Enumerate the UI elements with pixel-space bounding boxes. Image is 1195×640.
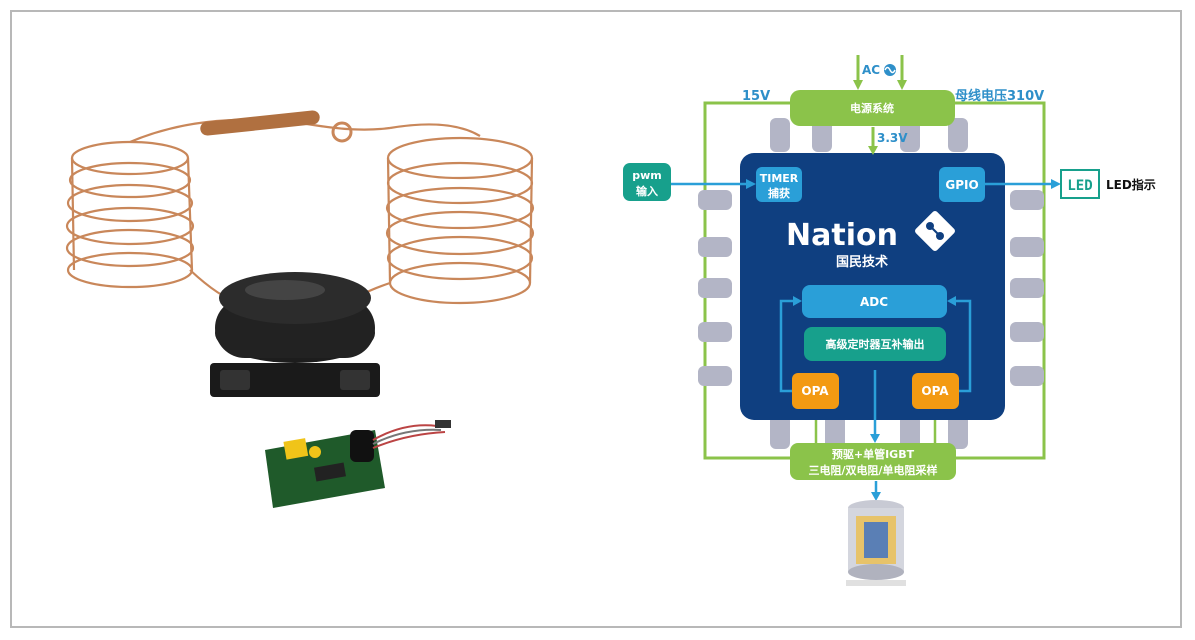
chip-pin	[948, 415, 968, 449]
gpio-box	[939, 167, 985, 202]
driver-box	[790, 443, 956, 480]
compressor-photo	[65, 110, 535, 397]
led-indicator-label: LED指示	[1106, 177, 1156, 192]
power-system-label: 电源系统	[850, 101, 894, 115]
adc-box	[802, 285, 947, 318]
chip-pin	[825, 415, 845, 449]
ac-label: AC	[862, 63, 880, 77]
timer-label-2: 捕获	[768, 186, 790, 200]
chip-pin	[698, 237, 732, 257]
compressor-cutaway-icon	[846, 500, 906, 586]
chip-pin	[770, 118, 790, 152]
brand-name: Nation	[786, 218, 898, 253]
chip-pin	[1010, 190, 1044, 210]
chip-pin	[1010, 278, 1044, 298]
driver-label-2: 三电阻/双电阻/单电阻采样	[808, 463, 937, 477]
chip-pin	[900, 118, 920, 152]
chip-pin	[1010, 322, 1044, 342]
advanced-timer-box	[804, 327, 946, 361]
v15-label: 15V	[742, 89, 770, 104]
chip-pin	[698, 278, 732, 298]
v33-label: 3.3V	[877, 131, 908, 145]
chip-pin	[698, 366, 732, 386]
timer-capture-box	[756, 167, 802, 202]
figure-frame	[10, 10, 1182, 628]
pwm-label-2: 输入	[636, 184, 658, 198]
opa-left-label: OPA	[801, 384, 829, 398]
chip-pin	[812, 118, 832, 152]
chip-pin	[1010, 366, 1044, 386]
gpio-label: GPIO	[945, 178, 978, 192]
chip-pin	[770, 415, 790, 449]
bus-voltage-label: 母线电压310V	[955, 88, 1044, 104]
power-system-box	[790, 90, 955, 126]
chip-pin	[698, 322, 732, 342]
nation-logo-icon	[915, 211, 955, 251]
advanced-timer-label: 高级定时器互补输出	[826, 337, 925, 351]
chip-pin	[1010, 237, 1044, 257]
chip-pin	[698, 190, 732, 210]
opa-left-box	[792, 373, 839, 409]
pwm-label-1: pwm	[632, 169, 662, 182]
chip-pin	[900, 415, 920, 449]
timer-label-1: TIMER	[760, 172, 799, 185]
led-icon: LED	[1060, 169, 1100, 199]
brand-cn: 国民技术	[836, 254, 888, 270]
pwm-input-box	[623, 163, 671, 201]
adc-label: ADC	[860, 295, 888, 309]
led-icon-text: LED	[1067, 178, 1092, 194]
chip-pin	[948, 118, 968, 152]
controller-board-photo	[265, 420, 451, 508]
opa-right-box	[912, 373, 959, 409]
opa-right-label: OPA	[921, 384, 949, 398]
driver-label-1: 预驱+单管IGBT	[832, 447, 915, 461]
